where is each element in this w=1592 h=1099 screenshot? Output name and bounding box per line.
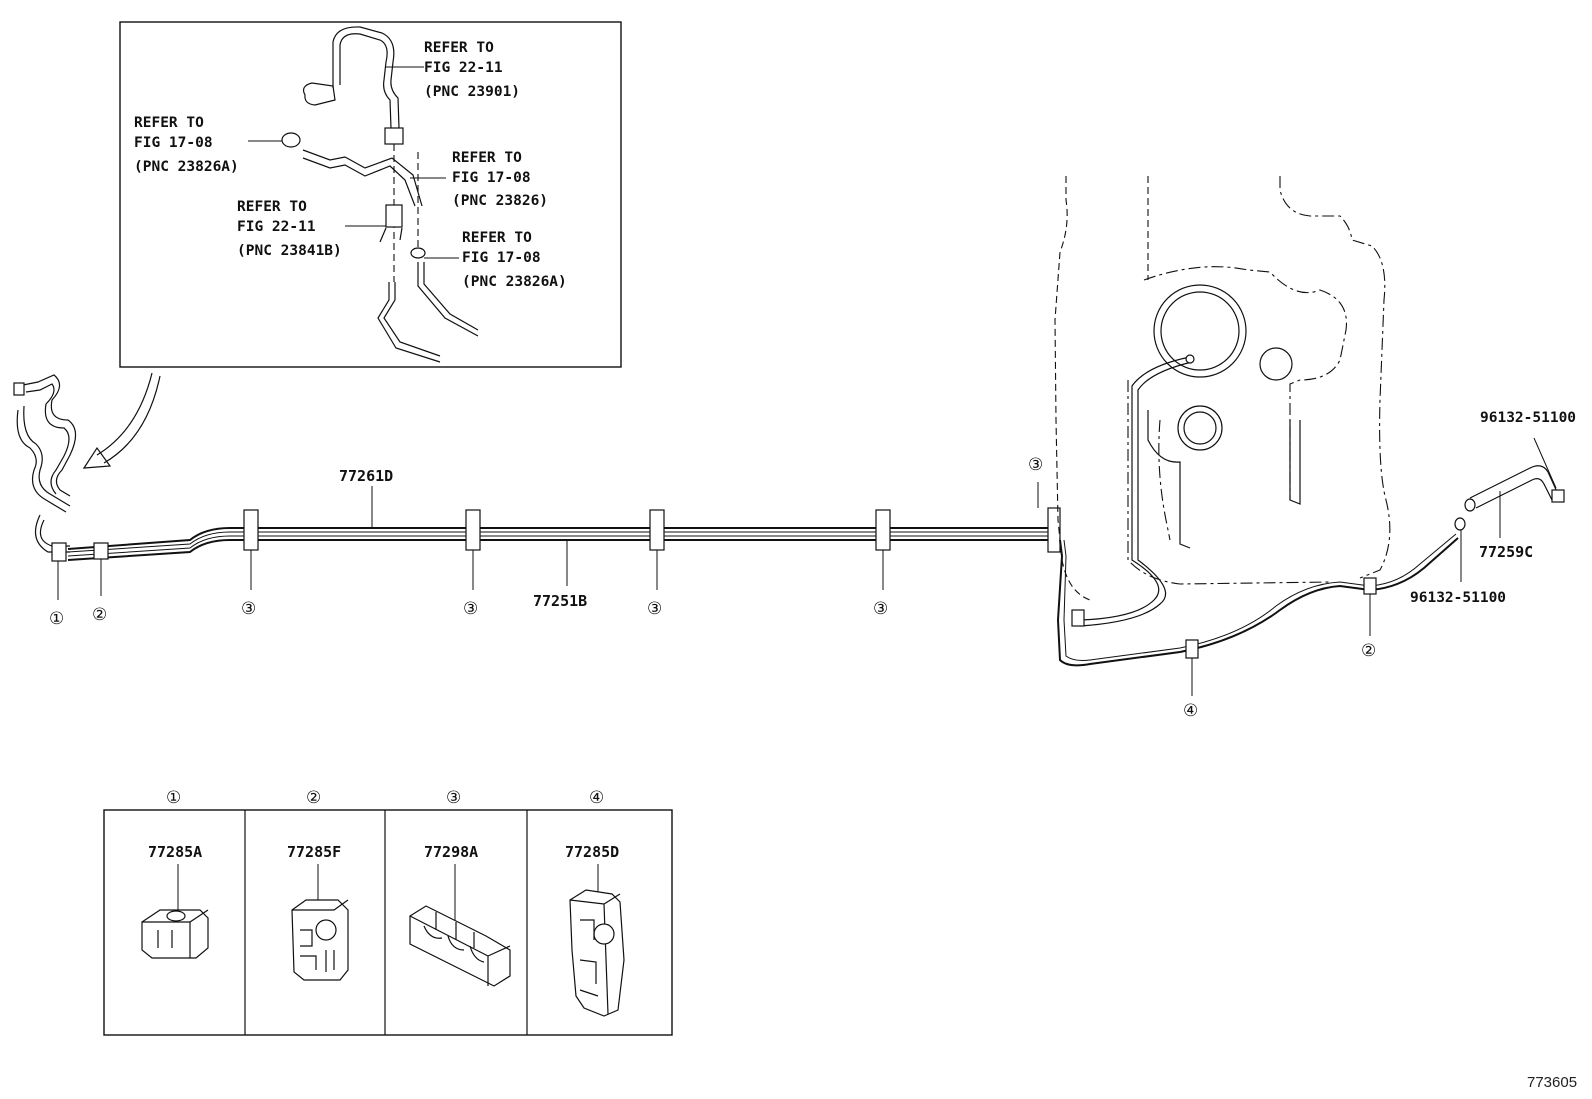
ref-pnc-23826a-bottom: REFER TO FIG 17-08 (PNC 23826A) bbox=[462, 230, 567, 290]
legend-marker-2: ② bbox=[306, 788, 321, 808]
clip-77285f-icon bbox=[291, 864, 349, 981]
clamp-4 bbox=[1185, 639, 1199, 659]
ref-line: (PNC 23826A) bbox=[134, 159, 239, 175]
pointer-arrow-icon bbox=[82, 372, 161, 469]
callout-3: ③ bbox=[873, 599, 888, 619]
figure-id: 773605 bbox=[1527, 1074, 1577, 1091]
part-label-77251b: 77251B bbox=[533, 592, 587, 610]
ref-line: FIG 17-08 bbox=[452, 170, 531, 186]
callout-2: ② bbox=[1361, 641, 1376, 661]
ref-line: REFER TO bbox=[237, 199, 307, 215]
legend-marker-1: ① bbox=[166, 788, 181, 808]
inset-tube-left bbox=[383, 282, 441, 357]
front-pipe-end-icon bbox=[13, 374, 77, 553]
clamp-3c bbox=[649, 509, 665, 551]
callout-3: ③ bbox=[647, 599, 662, 619]
hose-clamp-icon bbox=[410, 247, 426, 259]
inset-frame bbox=[119, 21, 622, 368]
inset-detail: REFER TO FIG 22-11 (PNC 23901) REFER TO … bbox=[119, 21, 622, 368]
clamp-1 bbox=[51, 542, 67, 562]
legend-part-77298a: 77298A bbox=[424, 843, 478, 861]
callout-3: ③ bbox=[1028, 455, 1043, 475]
ref-line: FIG 17-08 bbox=[462, 250, 541, 266]
ref-line: FIG 17-08 bbox=[134, 135, 213, 151]
clip-77285a-icon bbox=[141, 864, 209, 959]
legend-marker-4: ④ bbox=[589, 788, 604, 808]
clip-77285d-icon bbox=[569, 864, 625, 1017]
ref-line: REFER TO bbox=[452, 150, 522, 166]
rear-pipe-run bbox=[1056, 533, 1459, 667]
legend-marker-3: ③ bbox=[446, 788, 461, 808]
clamp-3d bbox=[875, 509, 891, 551]
ref-line: FIG 22-11 bbox=[424, 60, 503, 76]
clamp-3e bbox=[1047, 507, 1061, 553]
part-label-96132-51100-top: 96132-51100 bbox=[1480, 410, 1576, 426]
clamp-2 bbox=[93, 542, 109, 560]
callout-4: ④ bbox=[1183, 701, 1198, 721]
legend-part-77285d: 77285D bbox=[565, 843, 619, 861]
rear-end-tube-icon bbox=[1454, 465, 1565, 531]
middle-hose-icon bbox=[248, 132, 423, 207]
ref-line: (PNC 23901) bbox=[424, 84, 520, 100]
ref-line: (PNC 23826) bbox=[452, 193, 548, 209]
part-label-77259c: 77259C bbox=[1479, 543, 1533, 561]
ref-line: (PNC 23826A) bbox=[462, 274, 567, 290]
connector-icon bbox=[379, 204, 403, 243]
fuel-tank-outline bbox=[1054, 176, 1391, 627]
ref-pnc-23901: REFER TO FIG 22-11 (PNC 23901) bbox=[424, 40, 520, 100]
callout-3: ③ bbox=[241, 599, 256, 619]
main-tube-assembly bbox=[67, 527, 1060, 561]
legend-part-77285f: 77285F bbox=[287, 843, 341, 861]
part-label-96132-51100-bottom: 96132-51100 bbox=[1410, 590, 1506, 606]
legend-part-77285a: 77285A bbox=[148, 843, 202, 861]
callout-3: ③ bbox=[463, 599, 478, 619]
callout-1: ① bbox=[49, 609, 64, 629]
ref-pnc-23826a-top: REFER TO FIG 17-08 (PNC 23826A) bbox=[134, 115, 239, 175]
callout-2: ② bbox=[92, 605, 107, 625]
ref-line: REFER TO bbox=[134, 115, 204, 131]
ref-line: REFER TO bbox=[462, 230, 532, 246]
ref-line: FIG 22-11 bbox=[237, 219, 316, 235]
ref-pnc-23826: REFER TO FIG 17-08 (PNC 23826) bbox=[452, 150, 548, 209]
clamp-2-rear bbox=[1363, 577, 1377, 595]
ref-pnc-23841b: REFER TO FIG 22-11 (PNC 23841B) bbox=[237, 199, 342, 259]
pump-opening-icon bbox=[1153, 284, 1247, 378]
clip-77298a-icon bbox=[409, 864, 511, 987]
clip-legend-table: ① ② ③ ④ 77285A 77285F 77298A 77285D bbox=[103, 788, 673, 1036]
clamp-3b bbox=[465, 509, 481, 551]
clamp-3a bbox=[243, 509, 259, 551]
ref-line: (PNC 23841B) bbox=[237, 243, 342, 259]
ref-line: REFER TO bbox=[424, 40, 494, 56]
part-label-77261d: 77261D bbox=[339, 467, 393, 485]
